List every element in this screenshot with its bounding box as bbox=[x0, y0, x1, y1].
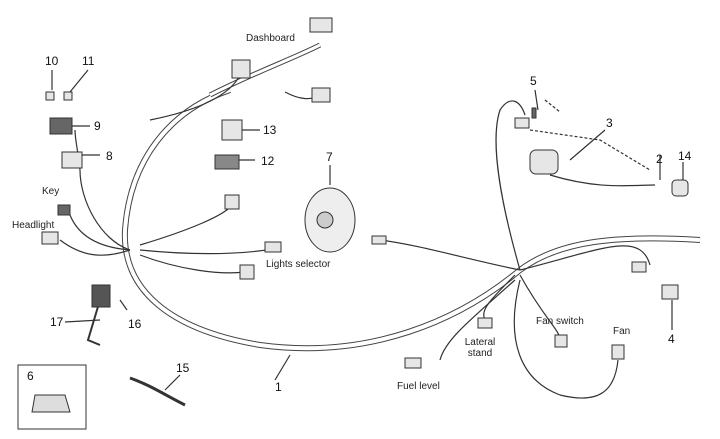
cap-14 bbox=[671, 179, 689, 197]
label-dashboard: Dashboard bbox=[246, 33, 295, 44]
flasher-16 bbox=[91, 284, 111, 308]
label-fan-switch: Fan switch bbox=[536, 316, 584, 327]
sensor-4 bbox=[661, 284, 679, 300]
harness-branch-lights bbox=[139, 247, 281, 255]
label-stand: stand bbox=[467, 348, 493, 359]
label-key: Key bbox=[42, 186, 60, 197]
part-number-9: 9 bbox=[94, 119, 101, 133]
part-number-13: 13 bbox=[263, 123, 277, 137]
part-number-7: 7 bbox=[326, 150, 333, 164]
relay-12 bbox=[214, 154, 240, 170]
label-lateral: Lateral bbox=[464, 337, 496, 348]
part-number-1: 1 bbox=[275, 380, 282, 394]
connector-right bbox=[514, 117, 530, 129]
part-number-3: 3 bbox=[606, 116, 613, 130]
part-number-15: 15 bbox=[176, 361, 190, 375]
label-lights-selector: Lights selector bbox=[266, 259, 331, 270]
label-headlight: Headlight bbox=[12, 220, 55, 231]
harness-branch-left bbox=[74, 129, 131, 251]
part-number-10: 10 bbox=[45, 54, 59, 68]
bracket-17 bbox=[86, 299, 101, 346]
label-fuel-level: Fuel level bbox=[397, 381, 440, 392]
connector-lights-2 bbox=[239, 264, 255, 280]
part-number-5: 5 bbox=[530, 74, 537, 88]
part-number-14: 14 bbox=[678, 149, 692, 163]
connector-fan bbox=[611, 344, 625, 360]
connector-stand bbox=[477, 317, 493, 329]
connector-dashboard-3 bbox=[311, 87, 331, 103]
clip-10 bbox=[45, 91, 55, 101]
box-6 bbox=[17, 364, 87, 430]
connector-fan-switch bbox=[554, 334, 568, 348]
relay-13 bbox=[221, 119, 243, 141]
connector-9 bbox=[49, 117, 73, 135]
connector-headlight bbox=[41, 231, 59, 245]
clip-11 bbox=[63, 91, 73, 101]
part-number-16: 16 bbox=[128, 317, 142, 331]
connector-lights-1 bbox=[264, 241, 282, 253]
connector-dashboard-1 bbox=[309, 17, 333, 33]
connector-fuel bbox=[404, 357, 422, 369]
connector-dashboard-2 bbox=[231, 59, 251, 79]
cable-15 bbox=[129, 376, 186, 407]
part-number-12: 12 bbox=[261, 154, 275, 168]
coil-3 bbox=[529, 149, 559, 175]
harness-branch-right bbox=[495, 100, 526, 271]
connector-horn bbox=[371, 235, 387, 245]
part-number-4: 4 bbox=[668, 332, 675, 346]
part-number-6: 6 bbox=[27, 369, 34, 383]
connector-diode bbox=[224, 194, 240, 210]
part-number-8: 8 bbox=[106, 149, 113, 163]
part-number-17: 17 bbox=[50, 315, 64, 329]
part-number-11: 11 bbox=[82, 54, 95, 68]
label-fan: Fan bbox=[613, 326, 631, 337]
connector-right2 bbox=[631, 261, 647, 273]
clip-nut-6 bbox=[31, 394, 71, 413]
connector-8 bbox=[61, 151, 83, 169]
connector-key bbox=[57, 204, 71, 216]
harness-branch-upper bbox=[149, 74, 241, 121]
part-number-2: 2 bbox=[656, 152, 663, 166]
bolt-5 bbox=[531, 107, 537, 119]
